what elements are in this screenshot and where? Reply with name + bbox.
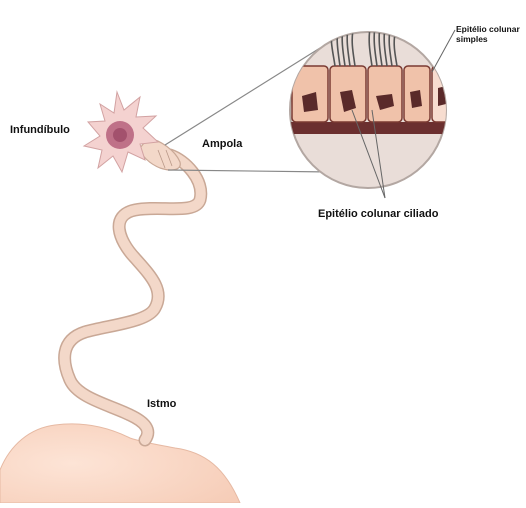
- cell: [368, 66, 402, 122]
- label-epitelio-simples-line2: simples: [456, 34, 488, 44]
- label-infundibulo: Infundíbulo: [10, 124, 70, 136]
- label-epitelio-simples-line1: Epitélio colunar: [456, 24, 520, 34]
- nucleus: [410, 90, 422, 108]
- tube-lumen: [65, 155, 201, 440]
- label-ampola: Ampola: [202, 138, 242, 150]
- uterus-shape: [0, 424, 240, 503]
- label-epitelio-ciliado: Epitélio colunar ciliado: [318, 208, 438, 220]
- pointer-simples: [432, 30, 455, 72]
- label-epitelio-simples: Epitélio colunar simples: [456, 24, 520, 44]
- label-istmo: Istmo: [147, 398, 176, 410]
- epithelium-detail: [285, 26, 455, 134]
